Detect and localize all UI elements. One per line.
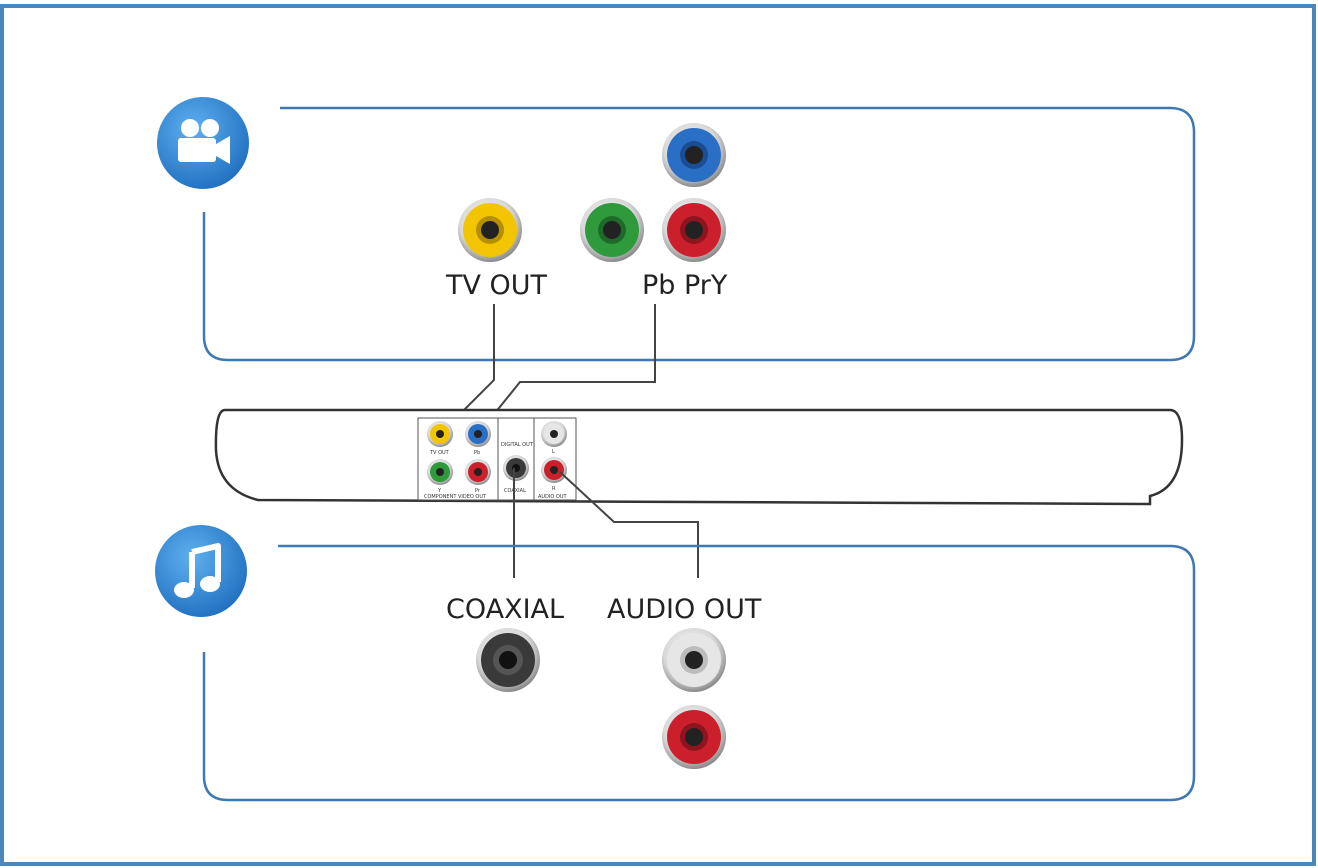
coaxial-jack <box>476 628 540 692</box>
music-note-icon <box>151 521 251 621</box>
device-back-panel <box>214 408 1184 506</box>
component-line <box>477 304 656 435</box>
panel-label-pb: Pb <box>474 450 480 456</box>
audio-out-jack-red <box>662 705 726 769</box>
video-section-border <box>202 106 1196 362</box>
component-jack-red <box>662 198 726 262</box>
audio-out-label: AUDIO OUT <box>607 594 762 625</box>
panel-label-component-video-out: COMPONENT VIDEO OUT <box>424 494 487 500</box>
panel-label-digital-out: DIGITAL OUT <box>501 442 534 448</box>
panel-jack-audio-white <box>541 421 567 447</box>
panel-label-pr: Pr <box>475 488 481 494</box>
panel-label-tv-out: TV OUT <box>429 450 450 456</box>
audio-out-jack-white <box>662 628 726 692</box>
audio-out-group <box>533 417 577 501</box>
panel-label-audio-out: AUDIO OUT <box>538 494 568 500</box>
panel-label-coaxial: COAXIAL <box>504 488 526 494</box>
coaxial-label: COAXIAL <box>446 594 564 625</box>
tv-out-jack-yellow <box>458 198 522 262</box>
component-jack-blue <box>662 123 726 187</box>
video-camera-icon <box>153 93 253 193</box>
panel-jack-audio-red <box>541 457 567 483</box>
audio-section-border <box>202 544 1196 802</box>
component-jack-green <box>580 198 644 262</box>
panel-jack-yellow <box>427 421 453 447</box>
panel-jack-green <box>427 459 453 485</box>
panel-jack-red <box>465 459 491 485</box>
panel-label-y: Y <box>437 488 442 494</box>
component-label: Pb PrY <box>642 270 728 301</box>
outer-frame <box>0 4 1316 866</box>
audio-out-line <box>559 471 699 578</box>
tv-out-label: TV OUT <box>445 270 548 301</box>
panel-label-l: L <box>552 449 555 455</box>
panel-label-r: R <box>552 486 556 492</box>
panel-jack-blue <box>465 421 491 447</box>
panel-jack-coaxial <box>503 455 529 481</box>
